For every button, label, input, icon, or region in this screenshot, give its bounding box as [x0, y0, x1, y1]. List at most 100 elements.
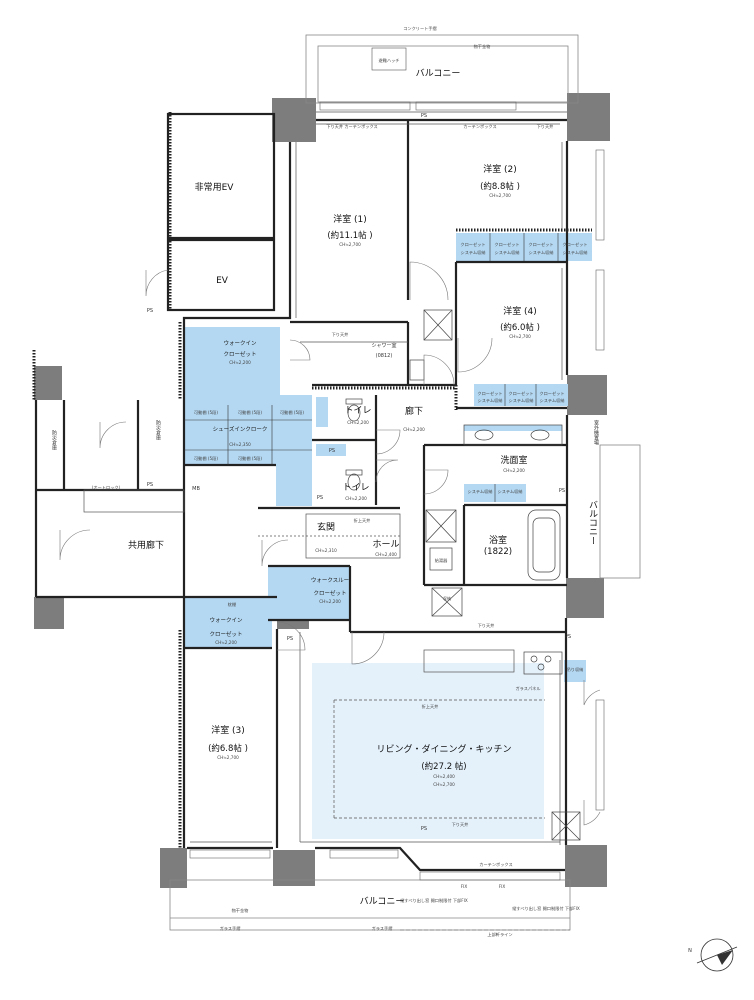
living-highlight [312, 663, 544, 839]
ps-mb: PS [147, 482, 153, 488]
door-arc [375, 459, 399, 483]
window-bottom [329, 849, 399, 859]
shared-corridor-label: 共用廊下 [128, 539, 164, 551]
shoes-closet-label: シューズインクローク [213, 425, 268, 433]
hatch-walls [32, 112, 592, 848]
living-area: (約27.2 帖) [421, 761, 466, 772]
drop-ceiling-top-right: 下り天井 [537, 123, 554, 130]
ps-right-2: PS [565, 634, 571, 640]
column [34, 597, 64, 629]
outdoor-unit-label: 室外機置場 [593, 419, 599, 446]
curtain-box-top-left: 下り天井 カーテンボックス [326, 123, 377, 130]
walkin-closet-top-fill [184, 327, 280, 395]
system-w4-c: システム収納 [540, 397, 565, 404]
bathtub-inner [532, 517, 556, 573]
closet-w2-a: クローゼット [460, 241, 485, 248]
western3-ch: CH≒2,700 [217, 755, 239, 760]
wash-label: 洗面室 [500, 454, 527, 466]
kitchen-storage: 吊り収納 [567, 666, 584, 673]
storage-x [551, 811, 581, 841]
storage-box [551, 811, 581, 841]
emergency-ev-shaft [166, 112, 276, 240]
genkan-box [305, 513, 401, 559]
western3-area: (約6.8帖 ) [208, 743, 248, 754]
wash-basin-2 [530, 429, 550, 441]
system-w2-b: システム収納 [495, 249, 520, 256]
door-arc [423, 469, 449, 495]
western4-ch: CH≒2,700 [509, 334, 531, 339]
balcony-right-outline [599, 444, 641, 579]
window-top [415, 101, 517, 111]
wash-basin-1 [474, 429, 494, 441]
drop-ceiling-living: 下り天井 [452, 821, 469, 828]
column [567, 93, 610, 141]
curtain-box-top-right: カーテンボックス [463, 123, 496, 130]
column [566, 578, 604, 618]
door-arc [289, 339, 311, 361]
window-right [595, 269, 605, 351]
concrete-rail-label: コンクリート手摺 [403, 25, 437, 32]
shower-tray [409, 359, 425, 381]
ps-toilet2: PS [317, 495, 323, 501]
ps-right-1: PS [559, 488, 565, 494]
disaster-store-2: 防災倉庫 [155, 419, 161, 441]
storage-x [431, 587, 463, 617]
western2-area: (約8.8帖 ) [480, 181, 520, 192]
ps-bottom: PS [421, 826, 427, 832]
living-ch1: CH≒2,400 [433, 774, 455, 779]
wash-storage-a: システム収納 [468, 488, 493, 495]
unit-bottom-wall2 [315, 846, 565, 872]
walkin-top-label: ウォークイン [223, 339, 257, 347]
toilet-tank-2 [345, 469, 363, 476]
north-pointer [717, 950, 733, 965]
toilet-storage-fill [316, 397, 328, 427]
balcony-top-outline [305, 34, 579, 104]
walkin-closet-lower-fill [184, 598, 272, 648]
toilet2-ch: CH≒2,200 [345, 496, 367, 501]
window-bottom [189, 849, 271, 859]
fix-1: FIX [461, 884, 468, 889]
hall-ch: CH≒2,400 [375, 552, 397, 557]
auto-lock-label: (オートロック) [92, 485, 121, 491]
storage-x [425, 509, 457, 543]
fix-2: FIX [499, 884, 506, 889]
evac-hatch-box [371, 47, 407, 71]
genkan-ch: CH≒2,310 [315, 548, 337, 553]
system-w2-a: システム収納 [461, 249, 486, 256]
door-arc [583, 800, 601, 826]
bathtub [527, 509, 561, 581]
system-w2-c: システム収納 [529, 249, 554, 256]
balcony-bottom-label: バルコニー [360, 896, 405, 907]
walls [34, 112, 569, 872]
drop-ceiling-w1: 下り天井 [332, 331, 349, 338]
bath-label: 浴室 [489, 534, 507, 546]
walkthrough-closet: クローゼット [313, 589, 346, 597]
storage-box [423, 309, 453, 341]
shelf-d: 可動棚 (5段) [194, 455, 218, 462]
toilet2-storage-fill [316, 444, 346, 456]
genkan-label: 玄関 [317, 521, 335, 533]
door-arc [59, 529, 91, 561]
bath-size: (1822) [484, 547, 512, 557]
system-w4-b: システム収納 [509, 397, 534, 404]
ps-toilet: PS [329, 448, 335, 454]
storage-box [431, 587, 463, 617]
water-heater-box [429, 547, 453, 571]
system-w2-d: システム収納 [563, 249, 588, 256]
burner [530, 655, 538, 663]
door-arc [409, 261, 449, 301]
balcony-bottom-outline [169, 879, 571, 931]
vanity [463, 424, 563, 446]
balcony-outlines [169, 34, 641, 931]
window-top [319, 101, 411, 111]
closet-w4-a: クローゼット [477, 390, 502, 397]
north-label: N [688, 948, 692, 954]
raised-ceiling-hall: 折上天井 [354, 517, 371, 524]
door-arc [457, 337, 493, 373]
corridor-ch: CH≒2,200 [403, 427, 425, 432]
water-heater: 給湯器 [435, 557, 448, 564]
door-arc [261, 539, 289, 567]
door-arc [351, 631, 385, 665]
shoes-closet-fill-2 [276, 440, 312, 506]
toilet2-label: トイレ [342, 483, 369, 493]
